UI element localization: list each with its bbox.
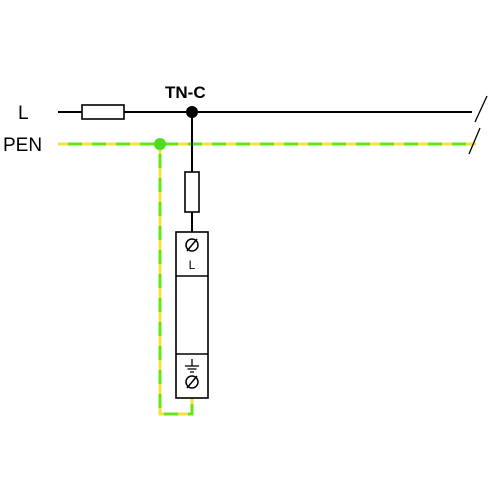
label-l: L (18, 103, 29, 124)
fuse-icon (184, 171, 200, 213)
pen-node-dot (154, 138, 166, 150)
terminal-label-l: L (189, 258, 196, 272)
screw-terminal-icon (185, 375, 199, 389)
fuse-icon (81, 104, 125, 120)
label-pen: PEN (3, 135, 42, 156)
pen-drop-wire (158, 144, 194, 416)
l-node-dot (186, 106, 198, 118)
ground-icon (185, 359, 199, 373)
label-system-type: TN-C (165, 83, 206, 102)
break-mark-icon (468, 127, 481, 155)
break-mark-icon (474, 95, 488, 123)
spd-module (175, 231, 209, 399)
screw-terminal-icon (185, 238, 199, 252)
